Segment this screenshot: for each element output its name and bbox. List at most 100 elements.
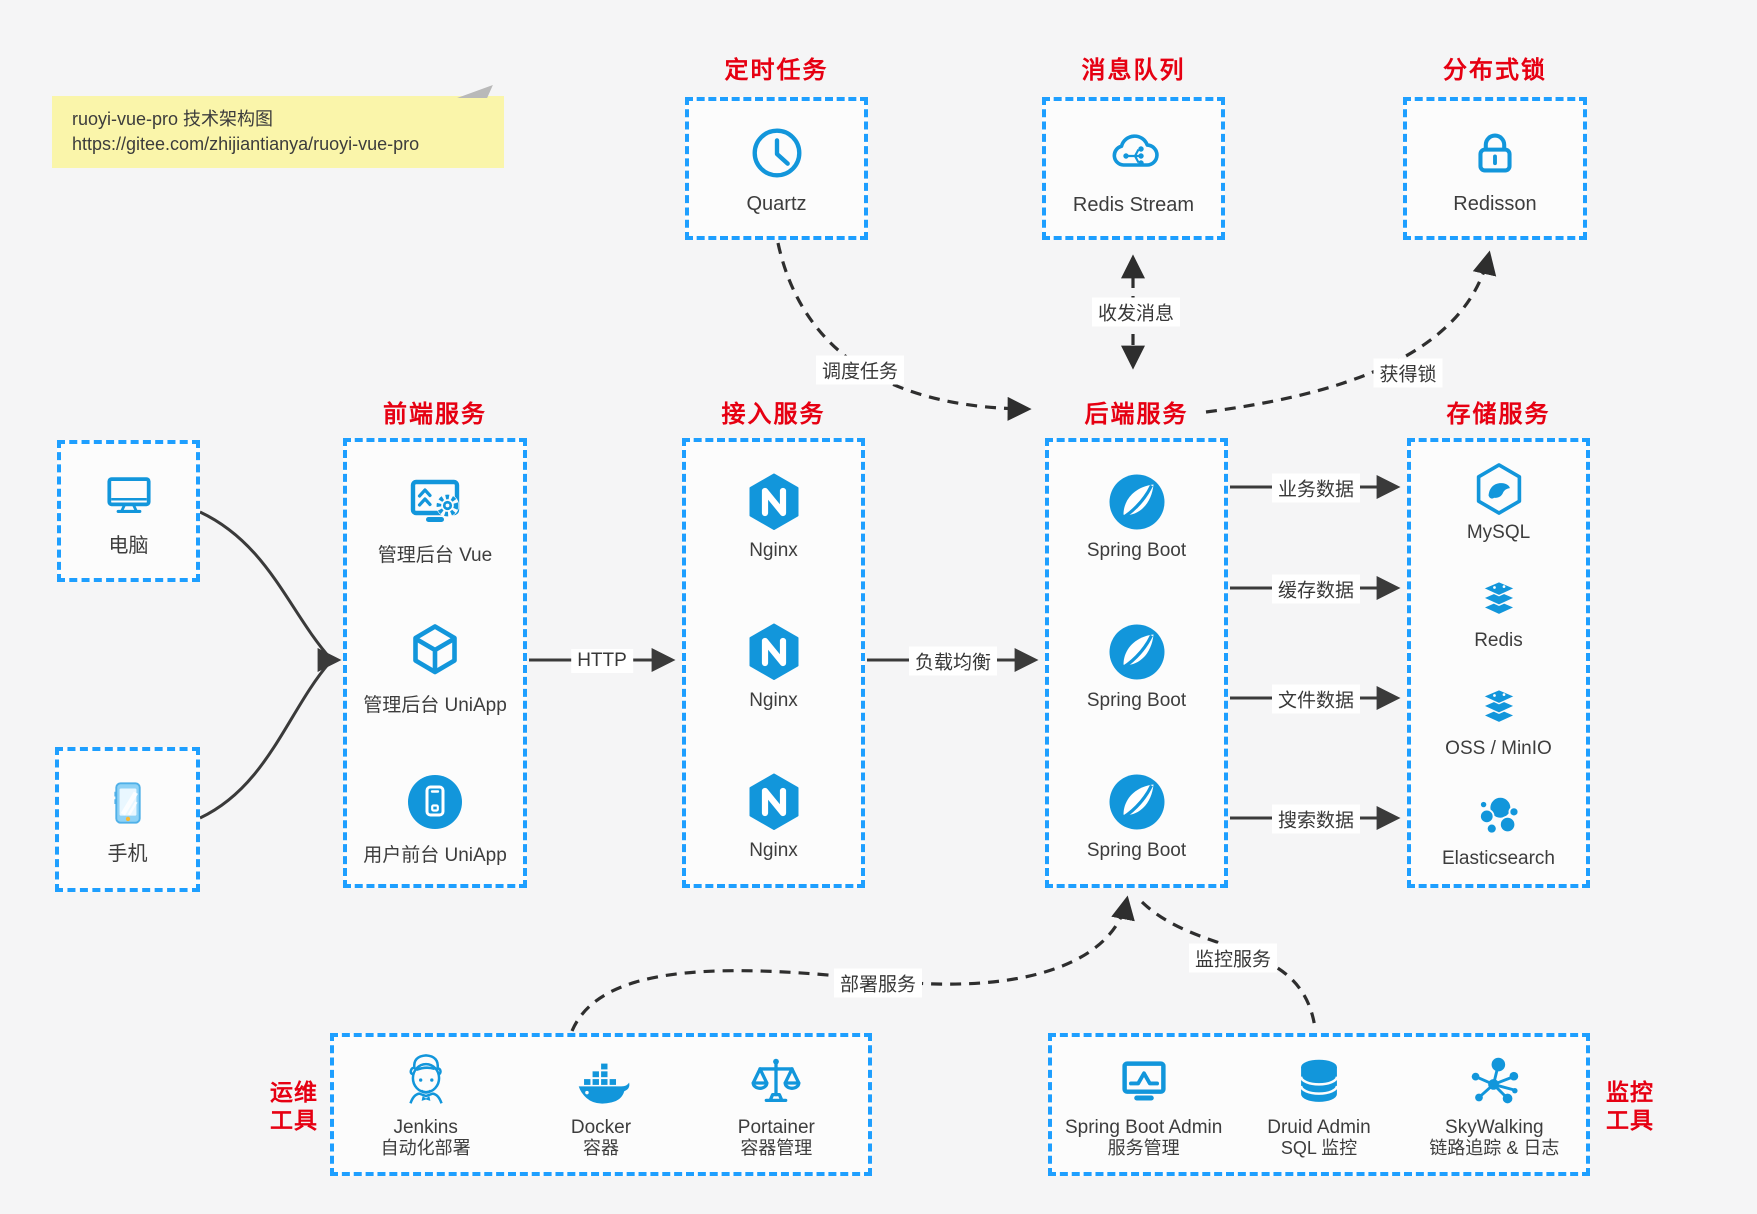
note-fold-corner	[457, 85, 493, 98]
node-label: Elasticsearch	[1442, 848, 1555, 869]
node-jenkins: Jenkins 自动化部署	[338, 1051, 513, 1159]
node-portainer: Portainer 容器管理	[689, 1051, 864, 1159]
cloud-share-icon	[1102, 121, 1166, 185]
edge-label-message: 收发消息	[1091, 297, 1181, 327]
node-spring-boot-2: Spring Boot	[1049, 620, 1224, 712]
uniapp-cube-icon	[403, 620, 467, 684]
node-label: OSS / MinIO	[1445, 738, 1552, 759]
tool-name: Jenkins	[393, 1116, 458, 1138]
note-url: https://gitee.com/zhijiantianya/ruoyi-vu…	[72, 134, 420, 154]
node-elasticsearch: Elasticsearch	[1411, 786, 1586, 870]
topology-icon	[1463, 1051, 1525, 1113]
phone-label: 手机	[107, 843, 148, 865]
ops-tools-box: Jenkins 自动化部署 Docker 容器 Portainer 容器管理	[330, 1033, 872, 1176]
spring-boot-icon	[1105, 770, 1169, 834]
monitor-tools-title: 监控 工具	[1602, 1078, 1658, 1134]
tool-name: Docker	[570, 1116, 632, 1138]
node-label: Nginx	[749, 540, 798, 561]
edge-computer-to-frontend	[199, 510, 332, 659]
sticky-note: ruoyi-vue-pro 技术架构图 https://gitee.com/zh…	[52, 85, 504, 168]
spring-boot-icon	[1105, 620, 1169, 684]
column-title-backend: 后端服务	[1084, 401, 1189, 428]
node-label: 用户前台 UniApp	[363, 845, 507, 866]
frontend-services-box: 管理后台 Vue 管理后台 UniApp 用户前台 UniApp	[343, 438, 527, 888]
object-storage-icon	[1470, 676, 1528, 734]
nginx-icon	[742, 620, 806, 684]
ops-tools-title: 运维 工具	[266, 1078, 322, 1134]
edge-acquire-lock	[1205, 250, 1497, 414]
node-nginx-3: Nginx	[686, 770, 861, 862]
node-skywalking: SkyWalking 链路追踪 & 日志	[1407, 1051, 1582, 1159]
redis-stream-box: Redis Stream	[1042, 97, 1225, 240]
node-label: Redis	[1474, 630, 1523, 651]
node-admin-vue: 管理后台 Vue	[347, 470, 523, 567]
computer-label: 电脑	[108, 534, 149, 557]
redis-stream-label: Redis Stream	[1072, 193, 1195, 216]
node-label: MySQL	[1466, 522, 1531, 543]
quartz-label: Quartz	[746, 192, 807, 215]
spring-boot-icon	[1105, 470, 1169, 534]
phone-circle-icon	[403, 770, 467, 834]
node-spring-boot-1: Spring Boot	[1049, 470, 1224, 562]
jenkins-icon	[395, 1051, 457, 1113]
computer-client-box: 电脑	[57, 440, 200, 582]
node-spring-boot-3: Spring Boot	[1049, 770, 1224, 862]
desktop-icon	[99, 465, 159, 525]
smartphone-icon	[98, 773, 158, 833]
node-nginx-2: Nginx	[686, 620, 861, 712]
lock-icon	[1464, 122, 1526, 184]
column-title-frontend: 前端服务	[383, 401, 487, 428]
node-label: Nginx	[749, 840, 798, 861]
scales-icon	[745, 1051, 807, 1113]
node-docker: Docker 容器	[513, 1051, 688, 1159]
edge-label-load-balance: 负载均衡	[908, 646, 998, 676]
node-mysql: MySQL	[1411, 460, 1586, 544]
node-user-uniapp: 用户前台 UniApp	[347, 770, 523, 867]
edge-label-search-data: 搜索数据	[1271, 804, 1361, 834]
tool-desc: 链路追踪 & 日志	[1429, 1137, 1560, 1158]
node-label: 管理后台 UniApp	[363, 695, 507, 716]
monitor-tools-box: Spring Boot Admin 服务管理 Druid Admin SQL 监…	[1048, 1033, 1590, 1176]
tool-name: Druid Admin	[1267, 1116, 1371, 1138]
redisson-label: Redisson	[1453, 192, 1537, 215]
tool-desc: SQL 监控	[1280, 1137, 1358, 1158]
note-title: ruoyi-vue-pro 技术架构图	[72, 109, 274, 129]
docker-whale-icon	[570, 1051, 632, 1113]
column-title-storage: 存储服务	[1446, 401, 1551, 428]
monitor-chart-icon	[1113, 1051, 1175, 1113]
access-services-box: Nginx Nginx Nginx	[682, 438, 865, 888]
tool-name: Spring Boot Admin	[1064, 1116, 1223, 1138]
node-label: Spring Boot	[1086, 840, 1187, 861]
storage-services-box: MySQL Redis OSS / MinIO Elasticsearch	[1407, 438, 1590, 888]
node-label: Spring Boot	[1086, 690, 1187, 711]
group-title-distributed-lock: 分布式锁	[1443, 57, 1547, 84]
admin-vue-icon	[403, 470, 467, 534]
node-label: Nginx	[749, 690, 798, 711]
redisson-box: Redisson	[1403, 97, 1587, 240]
edge-schedule-task	[776, 242, 1032, 421]
edge-label-cache-data: 缓存数据	[1271, 574, 1361, 604]
clock-icon	[746, 122, 808, 184]
column-title-access: 接入服务	[721, 401, 826, 428]
quartz-box: Quartz	[685, 97, 868, 240]
edge-phone-to-frontend	[199, 661, 332, 820]
group-title-scheduled-task: 定时任务	[724, 57, 829, 84]
monitor-title-line1: 监控	[1606, 1079, 1654, 1105]
node-nginx-1: Nginx	[686, 470, 861, 562]
edge-label-deploy: 部署服务	[833, 968, 923, 998]
elasticsearch-icon	[1470, 786, 1528, 844]
edge-deploy-service	[570, 895, 1135, 1032]
edge-label-business-data: 业务数据	[1271, 473, 1361, 503]
redis-icon	[1470, 568, 1528, 626]
node-oss-minio: OSS / MinIO	[1411, 676, 1586, 760]
node-spring-boot-admin: Spring Boot Admin 服务管理	[1056, 1051, 1231, 1159]
edge-label-monitor: 监控服务	[1188, 943, 1278, 973]
edge-label-file-data: 文件数据	[1271, 684, 1361, 714]
tool-desc: 服务管理	[1107, 1137, 1180, 1158]
node-label: Spring Boot	[1086, 540, 1187, 561]
tool-desc: 容器	[582, 1137, 619, 1158]
node-label: 管理后台 Vue	[377, 545, 493, 566]
edge-label-schedule: 调度任务	[815, 355, 905, 385]
edge-label-acquire-lock: 获得锁	[1373, 358, 1443, 388]
